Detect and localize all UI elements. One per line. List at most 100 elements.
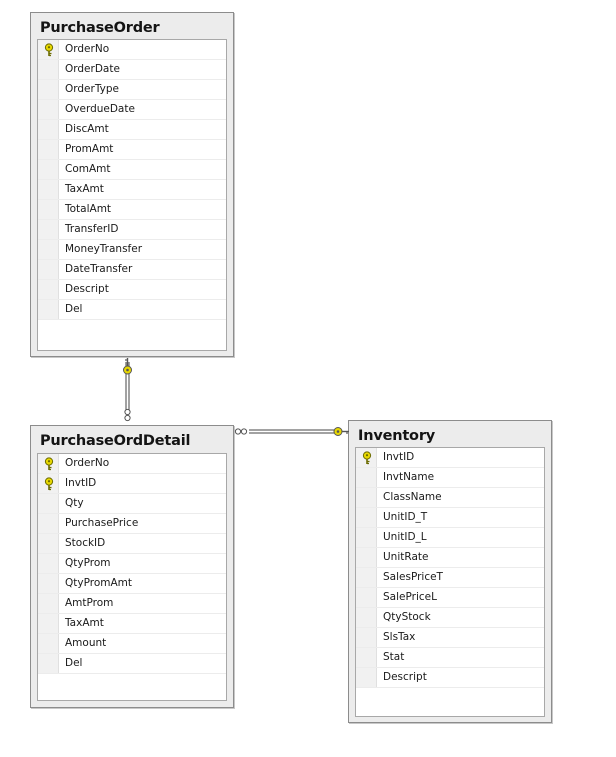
row-selector[interactable] xyxy=(356,548,377,567)
column-row[interactable]: OrderType xyxy=(38,80,226,100)
row-selector[interactable] xyxy=(356,648,377,667)
row-selector[interactable] xyxy=(38,534,59,553)
column-name: InvtID xyxy=(383,451,415,463)
column-row[interactable]: Descript xyxy=(356,668,544,688)
row-selector[interactable] xyxy=(38,594,59,613)
row-selector[interactable] xyxy=(356,488,377,507)
column-name: InvtName xyxy=(383,471,435,483)
row-selector[interactable] xyxy=(38,200,59,219)
row-selector[interactable] xyxy=(356,668,377,687)
row-selector[interactable] xyxy=(38,654,59,673)
column-name: Descript xyxy=(383,671,427,683)
row-selector[interactable] xyxy=(38,280,59,299)
row-selector[interactable] xyxy=(38,80,59,99)
row-selector[interactable] xyxy=(38,514,59,533)
column-row[interactable]: AmtProm xyxy=(38,594,226,614)
row-selector[interactable] xyxy=(356,568,377,587)
key-icon xyxy=(123,358,132,375)
row-selector[interactable] xyxy=(38,240,59,259)
row-selector[interactable] xyxy=(38,260,59,279)
row-selector[interactable] xyxy=(38,614,59,633)
column-row[interactable]: UnitID_L xyxy=(356,528,544,548)
column-row[interactable]: QtyStock xyxy=(356,608,544,628)
column-name: AmtProm xyxy=(65,597,114,609)
row-selector[interactable] xyxy=(38,180,59,199)
infinity-icon xyxy=(234,428,248,435)
column-row[interactable]: PurchasePrice xyxy=(38,514,226,534)
relationship-purchaseorder-purchaseorddetail[interactable] xyxy=(123,358,132,422)
column-row[interactable]: ClassName xyxy=(356,488,544,508)
column-row[interactable]: Amount xyxy=(38,634,226,654)
row-selector[interactable] xyxy=(38,140,59,159)
column-row[interactable]: Del xyxy=(38,654,226,674)
column-name: Descript xyxy=(65,283,109,295)
column-row[interactable]: DateTransfer xyxy=(38,260,226,280)
column-row[interactable]: OrderNo xyxy=(38,454,226,474)
row-selector[interactable] xyxy=(38,40,59,59)
row-selector[interactable] xyxy=(38,494,59,513)
column-row[interactable]: ComAmt xyxy=(38,160,226,180)
row-selector[interactable] xyxy=(38,160,59,179)
column-row[interactable]: Descript xyxy=(38,280,226,300)
row-selector[interactable] xyxy=(356,608,377,627)
column-row[interactable]: TaxAmt xyxy=(38,614,226,634)
row-selector[interactable] xyxy=(38,454,59,473)
column-name: Del xyxy=(65,657,83,669)
row-selector[interactable] xyxy=(38,574,59,593)
column-row[interactable]: TransferID xyxy=(38,220,226,240)
column-row[interactable]: Qty xyxy=(38,494,226,514)
column-name: TaxAmt xyxy=(65,617,104,629)
column-row[interactable]: InvtID xyxy=(356,448,544,468)
column-row[interactable]: OrderNo xyxy=(38,40,226,60)
column-row[interactable]: MoneyTransfer xyxy=(38,240,226,260)
row-selector[interactable] xyxy=(356,628,377,647)
column-row[interactable]: DiscAmt xyxy=(38,120,226,140)
row-selector[interactable] xyxy=(38,300,59,319)
row-selector[interactable] xyxy=(356,528,377,547)
column-row[interactable]: InvtName xyxy=(356,468,544,488)
column-name: OrderNo xyxy=(65,457,110,469)
table-title: Inventory xyxy=(358,428,436,444)
key-icon xyxy=(333,427,349,436)
column-row[interactable]: SalesPriceT xyxy=(356,568,544,588)
column-row[interactable]: Del xyxy=(38,300,226,320)
column-name: Amount xyxy=(65,637,107,649)
row-selector[interactable] xyxy=(356,468,377,487)
row-selector[interactable] xyxy=(38,60,59,79)
column-name: DateTransfer xyxy=(65,263,133,275)
table-title: PurchaseOrder xyxy=(40,20,160,36)
row-selector[interactable] xyxy=(38,554,59,573)
column-name: OrderType xyxy=(65,83,119,95)
relationship-inventory-purchaseorddetail[interactable] xyxy=(234,427,349,436)
column-name: TaxAmt xyxy=(65,183,104,195)
row-selector[interactable] xyxy=(38,220,59,239)
row-selector[interactable] xyxy=(356,508,377,527)
column-row[interactable]: Stat xyxy=(356,648,544,668)
column-row[interactable]: InvtID xyxy=(38,474,226,494)
row-selector[interactable] xyxy=(38,474,59,493)
row-selector[interactable] xyxy=(38,120,59,139)
column-row[interactable]: TotalAmt xyxy=(38,200,226,220)
column-row[interactable]: PromAmt xyxy=(38,140,226,160)
column-row[interactable]: UnitID_T xyxy=(356,508,544,528)
row-selector[interactable] xyxy=(356,448,377,467)
column-name: DiscAmt xyxy=(65,123,109,135)
column-row[interactable]: OrderDate xyxy=(38,60,226,80)
column-row[interactable]: QtyPromAmt xyxy=(38,574,226,594)
column-row[interactable]: UnitRate xyxy=(356,548,544,568)
row-selector[interactable] xyxy=(38,634,59,653)
row-selector[interactable] xyxy=(38,100,59,119)
column-row[interactable]: SlsTax xyxy=(356,628,544,648)
column-row[interactable]: StockID xyxy=(38,534,226,554)
column-row[interactable]: OverdueDate xyxy=(38,100,226,120)
row-selector[interactable] xyxy=(356,588,377,607)
column-row[interactable]: QtyProm xyxy=(38,554,226,574)
column-row[interactable]: TaxAmt xyxy=(38,180,226,200)
column-row[interactable]: SalePriceL xyxy=(356,588,544,608)
